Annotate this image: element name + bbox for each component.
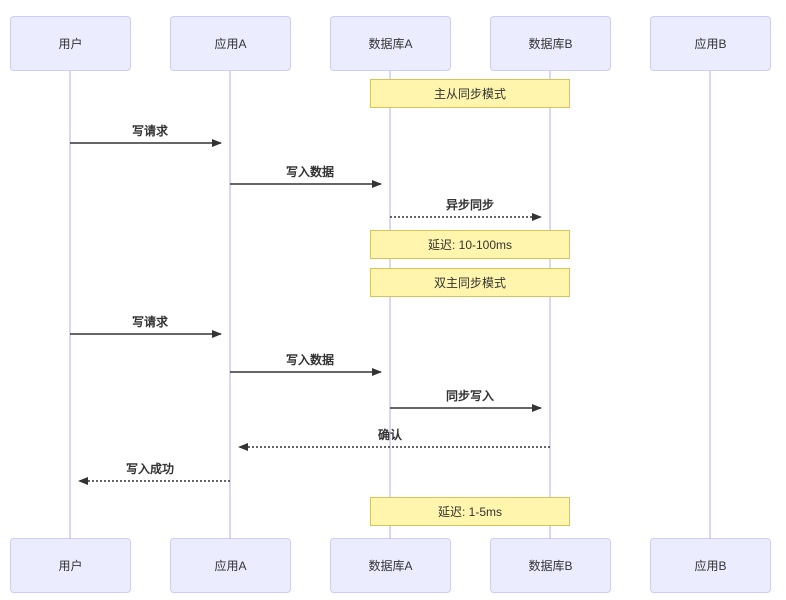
note-label: 双主同步模式 bbox=[433, 275, 506, 290]
participant-appB-top[interactable]: 应用B bbox=[650, 16, 771, 71]
participant-appA-top[interactable]: 应用A bbox=[170, 16, 291, 71]
participant-appA-bottom[interactable]: 应用A bbox=[170, 538, 291, 593]
lifelines-group bbox=[69, 71, 711, 538]
msg-sync-write-label: 同步写入 bbox=[445, 389, 495, 403]
note-label: 主从同步模式 bbox=[433, 86, 506, 101]
message-arrows-group bbox=[70, 139, 550, 485]
participant-label: 应用B bbox=[694, 558, 727, 573]
participant-dbA-top[interactable]: 数据库A bbox=[330, 16, 451, 71]
participant-dbB-bottom[interactable]: 数据库B bbox=[490, 538, 611, 593]
note-master-slave: 主从同步模式 bbox=[370, 79, 570, 108]
note-label: 延迟: 10-100ms bbox=[427, 237, 513, 252]
participant-label: 用户 bbox=[58, 558, 83, 573]
msg-write-request-1-label: 写请求 bbox=[131, 124, 169, 138]
note-delay-async: 延迟: 10-100ms bbox=[370, 230, 570, 259]
msg-ack-label: 确认 bbox=[377, 428, 403, 442]
msg-write-data-2-label: 写入数据 bbox=[285, 353, 335, 367]
participant-label: 应用A bbox=[214, 558, 247, 573]
participant-user-bottom[interactable]: 用户 bbox=[10, 538, 131, 593]
msg-write-success-label: 写入成功 bbox=[125, 462, 175, 476]
participant-label: 数据库A bbox=[368, 36, 413, 51]
msg-write-data-1-label: 写入数据 bbox=[285, 165, 335, 179]
participant-label: 应用B bbox=[694, 36, 727, 51]
note-dual-master: 双主同步模式 bbox=[370, 268, 570, 297]
participant-label: 应用A bbox=[214, 36, 247, 51]
participant-user-top[interactable]: 用户 bbox=[10, 16, 131, 71]
participant-label: 数据库B bbox=[528, 558, 573, 573]
msg-async-sync-label: 异步同步 bbox=[445, 198, 495, 212]
participant-label: 用户 bbox=[58, 36, 83, 51]
participant-dbB-top[interactable]: 数据库B bbox=[490, 16, 611, 71]
participant-label: 数据库B bbox=[528, 36, 573, 51]
participant-appB-bottom[interactable]: 应用B bbox=[650, 538, 771, 593]
participant-label: 数据库A bbox=[368, 558, 413, 573]
msg-write-request-2-label: 写请求 bbox=[131, 315, 169, 329]
note-label: 延迟: 1-5ms bbox=[437, 504, 502, 519]
note-delay-sync: 延迟: 1-5ms bbox=[370, 497, 570, 526]
participant-dbA-bottom[interactable]: 数据库A bbox=[330, 538, 451, 593]
